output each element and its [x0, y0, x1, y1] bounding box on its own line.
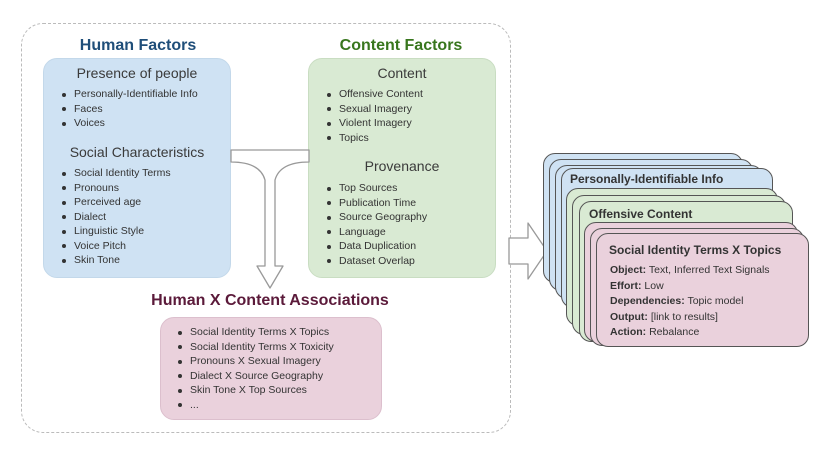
output-arrow — [508, 222, 548, 280]
list-item: Social Identity Terms X Topics — [177, 325, 334, 340]
list-item: Publication Time — [326, 196, 427, 211]
human-factors-heading: Human Factors — [79, 37, 197, 54]
content-group-list: Offensive Content Sexual Imagery Violent… — [326, 87, 423, 145]
list-item: Social Identity Terms X Toxicity — [177, 340, 334, 355]
list-item: ... — [177, 398, 334, 413]
list-item: Data Duplication — [326, 239, 427, 254]
presence-of-people-list: Personally-Identifiable Info Faces Voice… — [61, 87, 198, 131]
list-item: Pronouns X Sexual Imagery — [177, 354, 334, 369]
list-item: Skin Tone X Top Sources — [177, 383, 334, 398]
list-item: Offensive Content — [326, 87, 423, 102]
card-field-object: Object: Text, Inferred Text Signals — [610, 264, 770, 276]
list-item: Social Identity Terms — [61, 166, 171, 181]
list-item: Perceived age — [61, 195, 171, 210]
list-item: Voice Pitch — [61, 239, 171, 254]
social-characteristics-title: Social Characteristics — [69, 144, 205, 160]
list-item: Topics — [326, 131, 423, 146]
offensive-content-card-title: Offensive Content — [589, 207, 693, 221]
card-field-dependencies: Dependencies: Topic model — [610, 295, 744, 307]
card-field-output: Output: [link to results] — [610, 310, 718, 323]
list-item: Dialect X Source Geography — [177, 369, 334, 384]
list-item: Pronouns — [61, 181, 171, 196]
card-field-action: Action: Rebalance — [610, 326, 700, 338]
content-factors-heading: Content Factors — [339, 37, 463, 54]
list-item: Skin Tone — [61, 253, 171, 268]
list-item: Linguistic Style — [61, 224, 171, 239]
social-identity-topics-card-title: Social Identity Terms X Topics — [609, 243, 782, 257]
content-factors-box — [308, 58, 496, 278]
associations-list: Social Identity Terms X Topics Social Id… — [177, 325, 334, 412]
analysis-frame — [21, 23, 511, 433]
provenance-group-title: Provenance — [364, 158, 440, 174]
human-factors-box — [43, 58, 231, 278]
list-item: Faces — [61, 102, 198, 117]
card-fields: Object: Text, Inferred Text Signals Effo… — [610, 263, 770, 341]
pii-card-title: Personally-Identifiable Info — [570, 172, 724, 186]
presence-of-people-title: Presence of people — [76, 65, 198, 81]
card-field-effort: Effort: Low — [610, 279, 664, 292]
list-item: Top Sources — [326, 181, 427, 196]
list-item: Violent Imagery — [326, 116, 423, 131]
merge-arrow — [230, 149, 310, 289]
associations-box — [160, 317, 382, 420]
content-group-title: Content — [377, 65, 427, 81]
social-characteristics-list: Social Identity Terms Pronouns Perceived… — [61, 166, 171, 268]
list-item: Dataset Overlap — [326, 254, 427, 269]
social-identity-topics-card — [596, 233, 809, 347]
list-item: Dialect — [61, 210, 171, 225]
list-item: Personally-Identifiable Info — [61, 87, 198, 102]
provenance-group-list: Top Sources Publication Time Source Geog… — [326, 181, 427, 268]
list-item: Voices — [61, 116, 198, 131]
associations-heading: Human X Content Associations — [151, 292, 389, 309]
list-item: Sexual Imagery — [326, 102, 423, 117]
list-item: Source Geography — [326, 210, 427, 225]
list-item: Language — [326, 225, 427, 240]
